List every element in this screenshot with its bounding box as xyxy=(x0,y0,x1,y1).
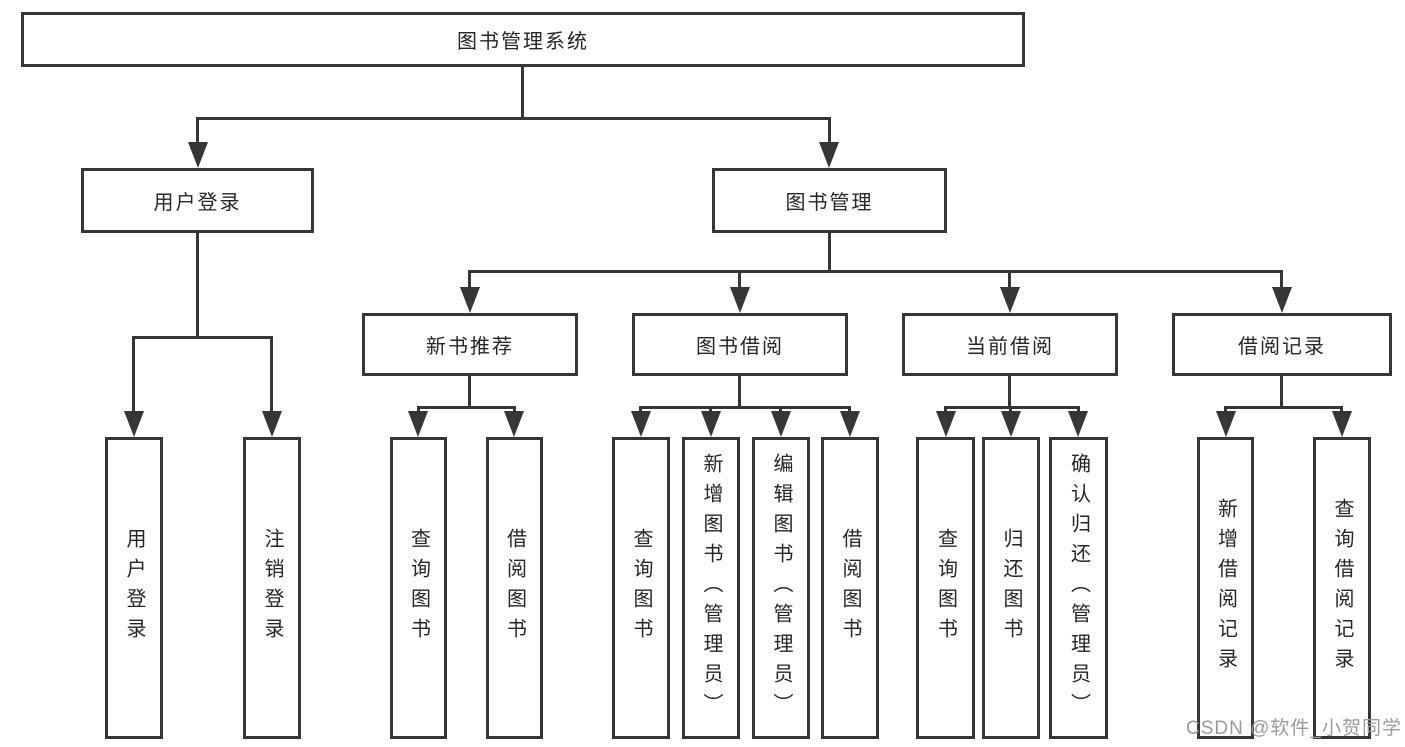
leaf-newbook-query-books: 查询图书 xyxy=(390,437,447,739)
connector-user-stub xyxy=(196,233,199,337)
node-current-borrow: 当前借阅 xyxy=(902,313,1118,376)
connector-leg-bb2 xyxy=(709,406,712,414)
leaf-return-books: 归还图书 xyxy=(982,437,1040,739)
node-root-label: 图书管理系统 xyxy=(457,31,589,53)
connector-root-rail xyxy=(196,117,831,120)
leaf-confirm-return-admin-label: 确认归还（管理员） xyxy=(1067,453,1090,723)
connector-bookmgmt-stub xyxy=(828,233,831,271)
csdn-watermark: CSDN @软件_小贺同学 xyxy=(1186,718,1402,739)
leaf-logout: 注销登录 xyxy=(243,437,301,739)
connector-leg-borrow xyxy=(738,270,741,290)
leaf-confirm-return-admin: 确认归还（管理员） xyxy=(1049,437,1108,739)
connector-leg-newbook xyxy=(468,270,471,290)
connector-newbook-stub xyxy=(468,376,471,407)
connector-leg-current xyxy=(1008,270,1011,290)
arrowhead-cb2 xyxy=(1001,411,1021,437)
connector-leg-cb1 xyxy=(944,406,947,414)
connector-root-stub xyxy=(521,67,524,118)
arrowhead-rc1 xyxy=(1216,411,1236,437)
arrowhead-cb3 xyxy=(1068,411,1088,437)
connector-leg-rc2 xyxy=(1340,406,1343,414)
connector-leg-bb1 xyxy=(639,406,642,414)
connector-leg-leaf-user-login xyxy=(132,336,135,414)
arrowhead-book-mgmt xyxy=(819,142,839,168)
node-current-borrow-label: 当前借阅 xyxy=(966,336,1054,358)
leaf-user-login: 用户登录 xyxy=(105,437,163,739)
connector-bookborrow-stub xyxy=(738,376,741,407)
arrowhead-bb4 xyxy=(840,411,860,437)
arrowhead-bb3 xyxy=(771,411,791,437)
leaf-edit-book-admin-label: 编辑图书（管理员） xyxy=(770,453,792,723)
leaf-newbook-borrow-books: 借阅图书 xyxy=(486,437,543,739)
node-book-borrow-label: 图书借阅 xyxy=(696,336,784,358)
node-new-book-recommend: 新书推荐 xyxy=(362,313,578,376)
node-user-login: 用户登录 xyxy=(81,168,314,233)
connector-bookmgmt-rail xyxy=(468,270,1283,273)
leaf-borrow-borrow-books: 借阅图书 xyxy=(821,437,879,739)
leaf-borrow-query-books: 查询图书 xyxy=(612,437,670,739)
arrowhead-nb1 xyxy=(408,411,428,437)
leaf-return-books-label: 归还图书 xyxy=(1000,528,1022,648)
connector-currentborrow-rail xyxy=(944,406,1080,409)
connector-leg-leaf-logout xyxy=(270,336,273,414)
arrowhead-leaf-user-login xyxy=(124,411,144,437)
arrowhead-user-login xyxy=(188,142,208,168)
arrowhead-bb2 xyxy=(701,411,721,437)
leaf-user-login-label: 用户登录 xyxy=(123,528,145,648)
node-root-system: 图书管理系统 xyxy=(21,12,1025,67)
arrowhead-records xyxy=(1272,287,1292,313)
connector-records-stub xyxy=(1280,376,1283,407)
leaf-borrow-borrow-books-label: 借阅图书 xyxy=(839,528,861,648)
arrowhead-rc2 xyxy=(1332,411,1352,437)
arrowhead-current xyxy=(1000,287,1020,313)
connector-user-rail xyxy=(132,336,273,339)
node-new-book-recommend-label: 新书推荐 xyxy=(426,336,514,358)
connector-newbook-rail xyxy=(417,406,516,409)
connector-leg-rc1 xyxy=(1224,406,1227,414)
leaf-newbook-query-books-label: 查询图书 xyxy=(407,528,430,648)
connector-leg-book-mgmt xyxy=(828,117,831,145)
node-borrow-records-label: 借阅记录 xyxy=(1238,336,1326,358)
connector-leg-bb3 xyxy=(779,406,782,414)
leaf-newbook-borrow-books-label: 借阅图书 xyxy=(503,528,526,648)
leaf-current-query-books: 查询图书 xyxy=(916,437,975,739)
connector-leg-user-login xyxy=(196,117,199,145)
arrowhead-leaf-logout xyxy=(262,411,282,437)
connector-leg-records xyxy=(1280,270,1283,290)
arrowhead-newbook xyxy=(460,287,480,313)
leaf-logout-label: 注销登录 xyxy=(261,528,283,648)
leaf-current-query-books-label: 查询图书 xyxy=(934,528,957,648)
connector-leg-bb4 xyxy=(848,406,851,414)
arrowhead-bb1 xyxy=(631,411,651,437)
leaf-add-borrow-record: 新增借阅记录 xyxy=(1197,437,1254,739)
arrowhead-nb2 xyxy=(504,411,524,437)
connector-leg-nb2 xyxy=(513,406,516,414)
node-borrow-records: 借阅记录 xyxy=(1172,313,1392,376)
leaf-borrow-query-books-label: 查询图书 xyxy=(630,528,652,648)
connector-bookborrow-rail xyxy=(639,406,851,409)
leaf-edit-book-admin: 编辑图书（管理员） xyxy=(752,437,810,739)
connector-leg-nb1 xyxy=(417,406,420,414)
connector-currentborrow-stub xyxy=(1008,376,1011,407)
leaf-query-borrow-record: 查询借阅记录 xyxy=(1313,437,1371,739)
arrowhead-cb1 xyxy=(936,411,956,437)
node-book-management: 图书管理 xyxy=(712,168,947,233)
leaf-query-borrow-record-label: 查询借阅记录 xyxy=(1331,498,1353,678)
node-user-login-label: 用户登录 xyxy=(153,192,242,214)
leaf-add-book-admin-label: 新增图书（管理员） xyxy=(700,453,722,723)
leaf-add-borrow-record-label: 新增借阅记录 xyxy=(1214,498,1237,678)
arrowhead-borrow xyxy=(730,287,750,313)
node-book-borrow: 图书借阅 xyxy=(632,313,848,376)
node-book-management-label: 图书管理 xyxy=(785,192,874,214)
connector-leg-cb3 xyxy=(1077,406,1080,414)
leaf-add-book-admin: 新增图书（管理员） xyxy=(682,437,740,739)
connector-records-rail xyxy=(1224,406,1343,409)
connector-leg-cb2 xyxy=(1009,406,1012,414)
